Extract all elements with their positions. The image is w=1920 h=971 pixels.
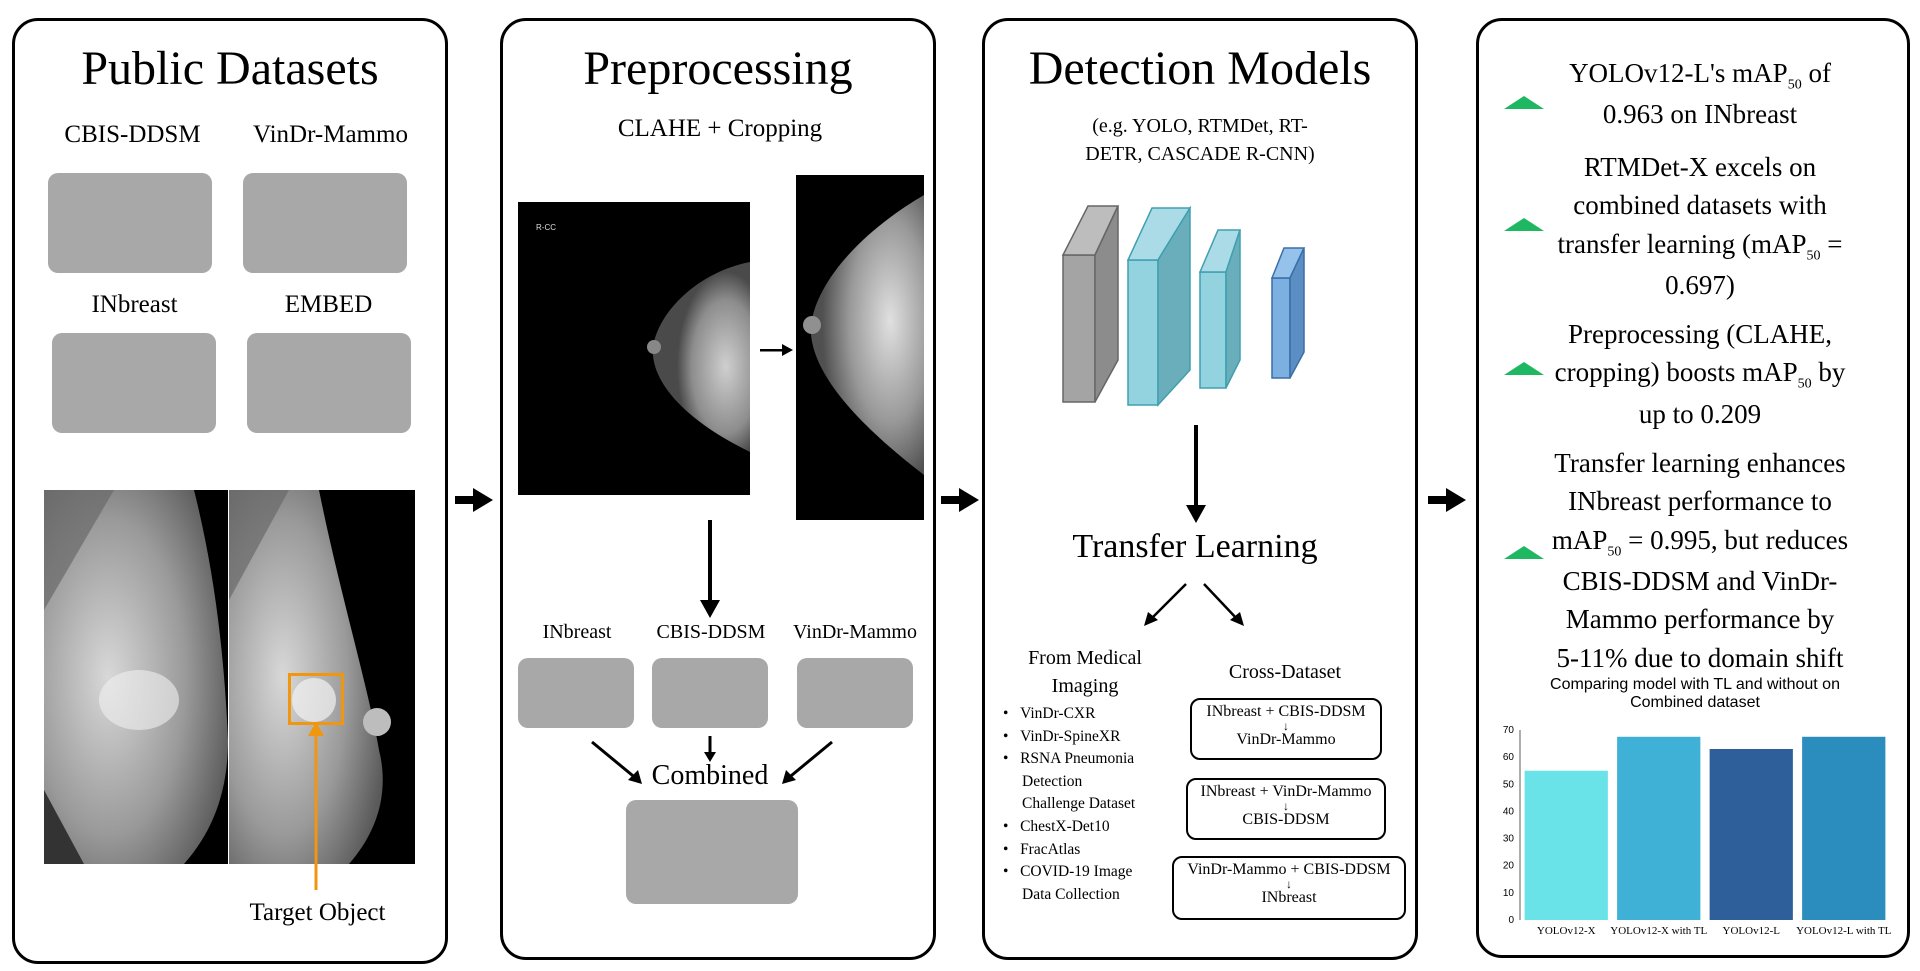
list-item-continued: Challenge Dataset	[1022, 795, 1136, 813]
mammogram-drawing	[44, 490, 228, 864]
model-examples-line2: DETR, CASCADE R-CNN)	[1085, 143, 1315, 165]
preprocessing-subtitle: CLAHE + Cropping	[617, 115, 823, 142]
transfer-arrow: ↓	[1286, 876, 1292, 891]
medical-imaging-heading-line1: From Medical	[1028, 647, 1142, 669]
finding-2-up-icon	[1504, 218, 1544, 231]
medical-imaging-heading-line2: Imaging	[1051, 675, 1119, 697]
chart-title: Comparing model with TL and without on C…	[1505, 676, 1885, 712]
cross-dataset-heading: Cross-Dataset	[1228, 661, 1342, 683]
bar-yolov12-l-with-tl	[1802, 736, 1886, 920]
transfer-split-arrows	[1144, 583, 1244, 626]
arrow-panel2-to-panel3	[941, 488, 979, 512]
list-item: • ChestX-Det10	[1003, 817, 1110, 835]
target-pointer-arrow	[308, 722, 324, 890]
cross-dataset-box-1: INbreast + CBIS-DDSM ↓ VinDr-Mammo	[1190, 698, 1382, 760]
crop-arrow	[760, 344, 793, 356]
finding-1-up-icon	[1504, 96, 1544, 109]
y-tick-label: 70	[1503, 725, 1515, 736]
list-item: • FracAtlas	[1003, 840, 1081, 858]
bar-yolov12-l	[1709, 749, 1793, 920]
dataset-placeholder-cbis-ddsm	[48, 173, 212, 273]
raw-mammogram-drawing: R-CC	[536, 223, 750, 452]
view-tag: R-CC	[536, 223, 556, 232]
y-tick-label: 30	[1503, 834, 1515, 845]
source-datasets: VinDr-Mammo + CBIS-DDSM	[1187, 861, 1391, 878]
transfer-learning-title: Transfer Learning	[1072, 528, 1318, 565]
finding-1: YOLOv12-L's mAP50 of 0.963 on INbreast	[1569, 58, 1831, 130]
y-tick-label: 0	[1508, 915, 1514, 926]
y-tick-label: 10	[1503, 888, 1515, 899]
source-datasets: INbreast + CBIS-DDSM	[1206, 703, 1366, 720]
target-dataset: INbreast	[1261, 888, 1317, 906]
chart-title-line2: Combined dataset	[1630, 694, 1760, 711]
mammogram-drawing-annotated	[229, 490, 391, 864]
bar-yolov12-x-with-tl	[1617, 736, 1701, 920]
merge-arrows	[591, 736, 833, 784]
source-datasets: INbreast + VinDr-Mammo	[1200, 783, 1372, 800]
finding-3-up-icon	[1504, 362, 1544, 375]
preprocessed-label-cbis-ddsm: CBIS-DDSM	[656, 621, 766, 643]
preprocessed-label-inbreast: INbreast	[542, 621, 612, 643]
list-item: • VinDr-CXR	[1003, 705, 1096, 722]
dataset-placeholder-embed	[247, 333, 411, 433]
model-examples-line1: (e.g. YOLO, RTMDet, RT-	[1092, 115, 1308, 137]
cnn-architecture-icon	[1061, 205, 1306, 407]
combined-placeholder	[626, 800, 798, 904]
y-tick-label: 40	[1503, 806, 1515, 817]
list-item-continued: Data Collection	[1022, 885, 1120, 903]
cropped-mammogram-image	[796, 175, 924, 520]
dataset-label-vindr-mammo: VinDr-Mammo	[253, 121, 408, 148]
finding-3: Preprocessing (CLAHE, cropping) boosts m…	[1554, 319, 1846, 429]
cropped-mammogram-drawing	[803, 195, 924, 475]
target-dataset: VinDr-Mammo	[1236, 730, 1336, 748]
panel-title: Public Datasets	[81, 42, 379, 95]
target-dataset: CBIS-DDSM	[1242, 810, 1330, 828]
panel-title: Detection Models	[1028, 42, 1372, 95]
dataset-label-embed: EMBED	[284, 291, 373, 318]
preprocessed-label-vindr-mammo: VinDr-Mammo	[793, 621, 917, 643]
x-tick-label: YOLOv12-L with TL	[1796, 925, 1892, 937]
cross-dataset-box-2: INbreast + VinDr-Mammo ↓ CBIS-DDSM	[1186, 778, 1386, 840]
dataset-label-cbis-ddsm: CBIS-DDSM	[64, 121, 201, 148]
list-item: • RSNA Pneumonia	[1003, 750, 1135, 768]
detection-models-panel: Detection Models	[982, 18, 1418, 960]
transfer-arrow: ↓	[1283, 718, 1289, 733]
x-tick-label: YOLOv12-X	[1537, 925, 1596, 937]
preprocessed-placeholder-vindr-mammo	[797, 658, 913, 728]
arrow-panel1-to-panel2	[455, 488, 493, 512]
finding-4: Transfer learning enhances INbreast perf…	[1551, 448, 1849, 673]
list-item-continued: Detection	[1022, 772, 1083, 790]
cross-dataset-box-3: VinDr-Mammo + CBIS-DDSM ↓ INbreast	[1172, 856, 1406, 920]
list-item: • VinDr-SpineXR	[1003, 727, 1121, 745]
down-arrow-to-transfer	[1186, 425, 1206, 523]
y-tick-label: 60	[1503, 752, 1515, 763]
mammogram-image-original	[44, 490, 228, 864]
arrow-panel3-to-panel4	[1428, 488, 1466, 512]
dataset-label-inbreast: INbreast	[91, 291, 178, 318]
dataset-placeholder-inbreast	[52, 333, 216, 433]
list-item: • COVID-19 Image	[1003, 863, 1133, 881]
chart-title-line1: Comparing model with TL and without on	[1550, 676, 1840, 693]
preprocessed-placeholder-inbreast	[518, 658, 634, 728]
target-object-label: Target Object	[249, 899, 386, 926]
raw-mammogram-image: R-CC	[518, 202, 750, 495]
mammogram-image-annotated	[229, 490, 415, 864]
down-arrow-to-datasets	[700, 520, 720, 618]
y-tick-label: 50	[1503, 779, 1515, 790]
y-tick-label: 20	[1503, 861, 1515, 872]
bar-yolov12-x	[1524, 770, 1608, 920]
combined-label: Combined	[651, 760, 769, 791]
finding-4-up-icon	[1504, 546, 1544, 559]
transfer-arrow: ↓	[1283, 798, 1289, 813]
panel-title: Preprocessing	[583, 42, 853, 95]
x-tick-label: YOLOv12-L	[1723, 925, 1781, 937]
x-tick-label: YOLOv12-X with TL	[1610, 925, 1707, 937]
target-bounding-box	[288, 673, 344, 725]
dataset-placeholder-vindr-mammo	[243, 173, 407, 273]
preprocessed-placeholder-cbis-ddsm	[652, 658, 768, 728]
medical-imaging-list: • VinDr-CXR • VinDr-SpineXR • RSNA Pneum…	[1003, 703, 1135, 906]
finding-2: RTMDet-X excels on combined datasets wit…	[1557, 152, 1843, 300]
